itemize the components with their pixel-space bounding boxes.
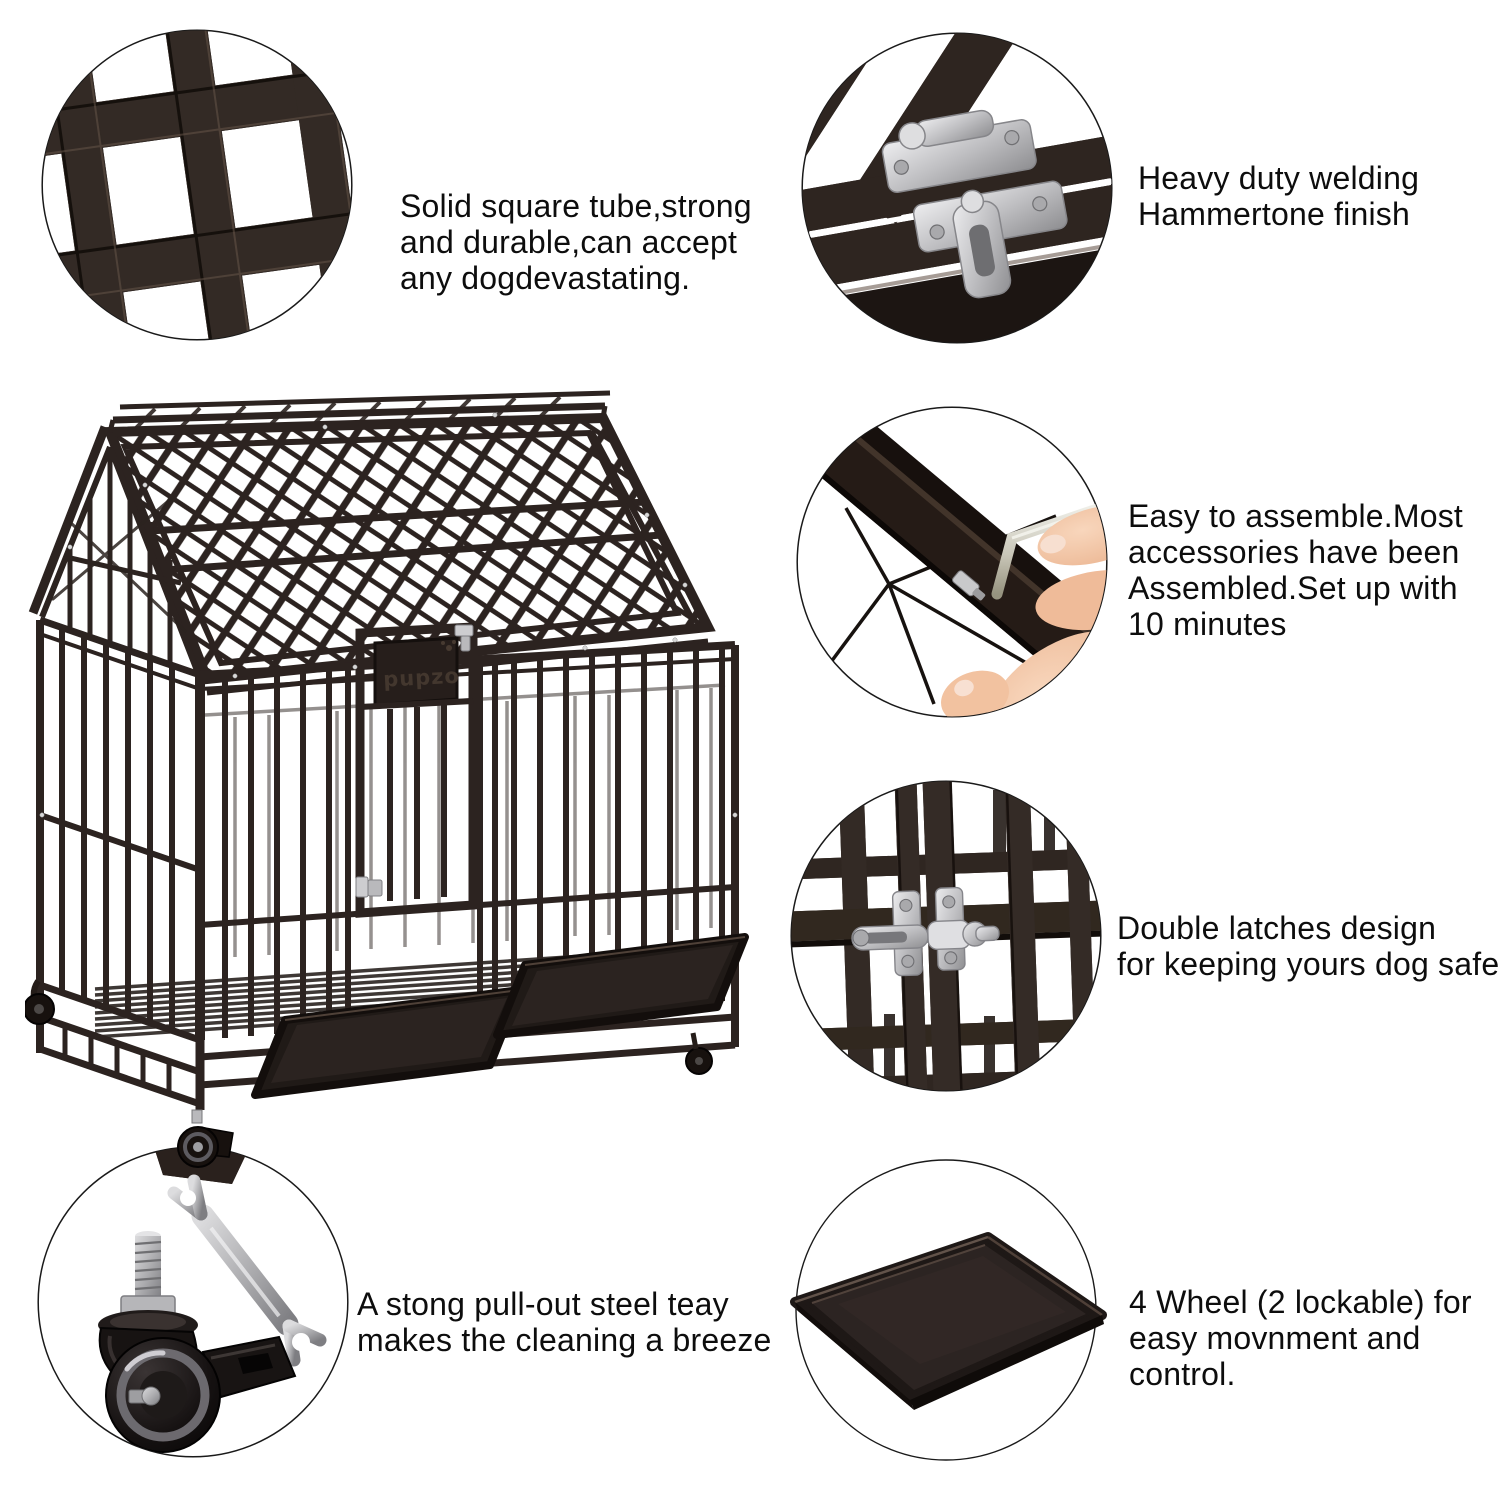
steel-tray-photo <box>768 1152 1128 1472</box>
feature-line: Hammertone finish <box>1138 196 1410 232</box>
feature-line: 10 minutes <box>1128 606 1287 642</box>
hex-key-assembly-photo <box>794 404 1110 720</box>
feature-text-welding: Heavy duty welding Hammertone finish <box>1138 160 1419 232</box>
cage-latch-hardware <box>39 412 738 898</box>
feature-line: A stong pull-out steel teay <box>357 1286 729 1322</box>
feature-line: control. <box>1129 1356 1236 1392</box>
feature-text-square-tube: Solid square tube,strong and durable,can… <box>400 188 752 296</box>
feature-line: any dogdevastating. <box>400 260 691 296</box>
feature-line: Heavy duty welding <box>1138 160 1420 196</box>
feature-text-assembly: Easy to assemble.Most accessories have b… <box>1128 498 1463 642</box>
feature-line: Assembled.Set up with <box>1128 570 1458 606</box>
welded-latch-photo <box>799 30 1115 346</box>
feature-line: and durable,can accept <box>400 224 738 260</box>
latch-hardware <box>881 109 1068 299</box>
fingers <box>1035 504 1107 631</box>
steel-tray <box>790 1232 1107 1410</box>
square-tube-grid-photo <box>39 27 355 343</box>
feature-text-pull-out-tray: A stong pull-out steel teay makes the cl… <box>357 1286 772 1358</box>
feature-line: easy movnment and <box>1129 1320 1421 1356</box>
door-brand-plate-text: pupzo <box>383 664 461 692</box>
wrench <box>167 1174 327 1367</box>
dog-crate-product-photo: pupzo <box>23 385 775 1175</box>
latch-hardware <box>851 886 1000 977</box>
feature-text-double-latches: Double latches design for keeping yours … <box>1117 910 1499 982</box>
feature-line: for keeping yours dog safe <box>1117 946 1500 982</box>
feature-line: accessories have been <box>1128 534 1460 570</box>
feature-line: Easy to assemble.Most <box>1128 498 1463 534</box>
feature-line: 4 Wheel (2 lockable) for <box>1129 1284 1472 1320</box>
double-latch-photo <box>788 778 1104 1094</box>
pull-out-trays <box>251 933 749 1099</box>
caster-wheel-wrench-photo <box>35 1144 351 1460</box>
feature-line: makes the cleaning a breeze <box>357 1322 772 1358</box>
caster-wheel <box>98 1231 297 1453</box>
feature-line: Double latches design <box>1117 910 1437 946</box>
feature-text-wheels: 4 Wheel (2 lockable) for easy movnment a… <box>1129 1284 1472 1392</box>
feature-line: Solid square tube,strong <box>400 188 752 224</box>
